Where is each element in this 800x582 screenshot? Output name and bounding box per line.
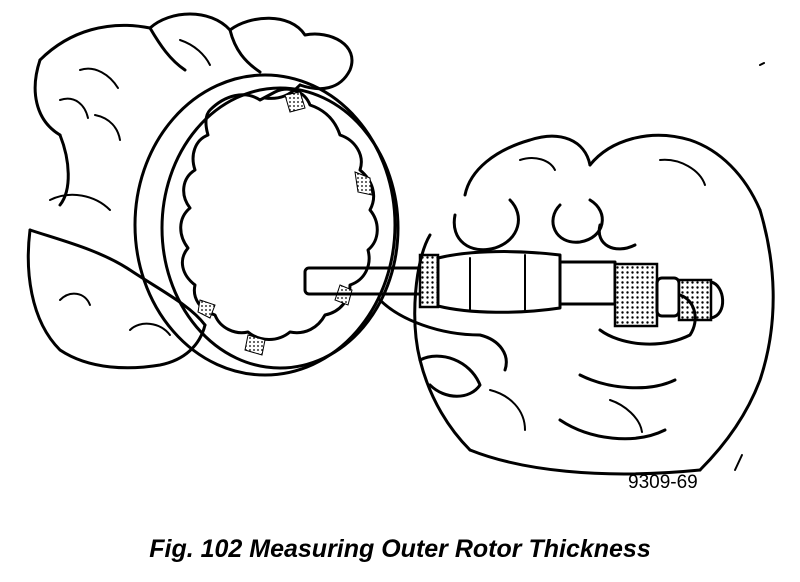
micrometer [303,250,725,372]
figure-reference-number: 9309-69 [628,472,698,493]
stray-mark [759,62,765,66]
figure-caption: Fig. 102 Measuring Outer Rotor Thickness [149,535,651,563]
left-hand [26,12,354,370]
right-hand [413,133,775,476]
outer-rotor [133,73,400,377]
